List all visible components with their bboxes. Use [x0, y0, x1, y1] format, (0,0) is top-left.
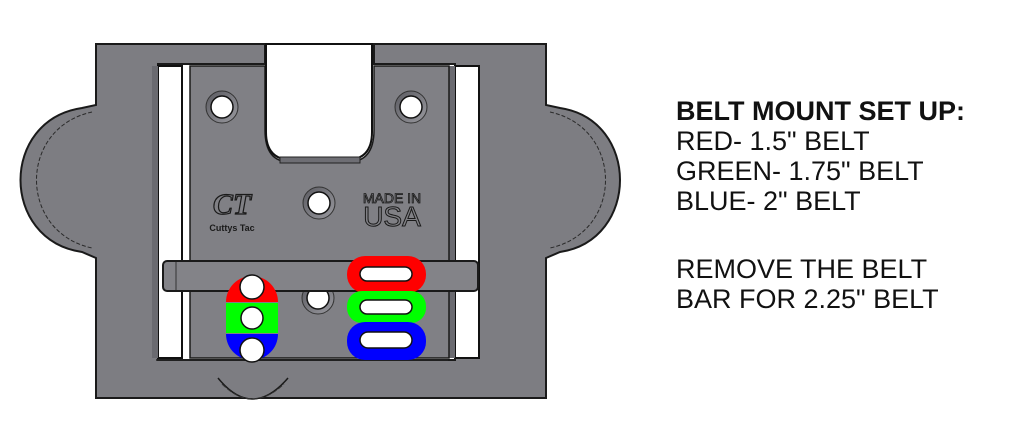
- slot-red-oval: [347, 256, 426, 293]
- spacer: [676, 216, 1016, 254]
- note-line-1: REMOVE THE BELT: [676, 254, 928, 284]
- instruction-green: GREEN- 1.75" BELT: [676, 156, 924, 186]
- screw-hole-top-right: [394, 90, 428, 124]
- svg-text:CT: CT: [213, 188, 253, 221]
- oval-slot-positions: [347, 256, 426, 360]
- belt-mount-diagram: CT Cuttys Tac MADE IN USA: [19, 43, 621, 400]
- slot-blue-oval: [347, 322, 426, 360]
- svg-text:Cuttys Tac: Cuttys Tac: [209, 223, 254, 233]
- made-in-usa-stamp: MADE IN USA: [362, 190, 421, 233]
- belt-slots: [152, 65, 480, 359]
- hole-red-round: [226, 274, 278, 302]
- brand-logo: CT Cuttys Tac: [209, 187, 254, 233]
- instruction-red: RED- 1.5" BELT: [676, 126, 870, 156]
- screw-hole-center: [302, 186, 336, 220]
- svg-text:MADE IN: MADE IN: [363, 190, 421, 206]
- svg-text:USA: USA: [363, 201, 421, 232]
- hole-blue-round: [226, 334, 278, 363]
- hole-green-round: [226, 303, 278, 333]
- round-hole-positions: [226, 274, 278, 363]
- slot-green-oval: [347, 291, 426, 323]
- instructions-title: BELT MOUNT SET UP:: [676, 96, 965, 126]
- belt-bar: [162, 260, 479, 292]
- screw-hole-top-left: [205, 90, 239, 124]
- instruction-blue: BLUE- 2" BELT: [676, 186, 861, 216]
- setup-instructions: BELT MOUNT SET UP: RED- 1.5" BELT GREEN-…: [676, 96, 1016, 314]
- note-line-2: BAR FOR 2.25" BELT: [676, 284, 939, 314]
